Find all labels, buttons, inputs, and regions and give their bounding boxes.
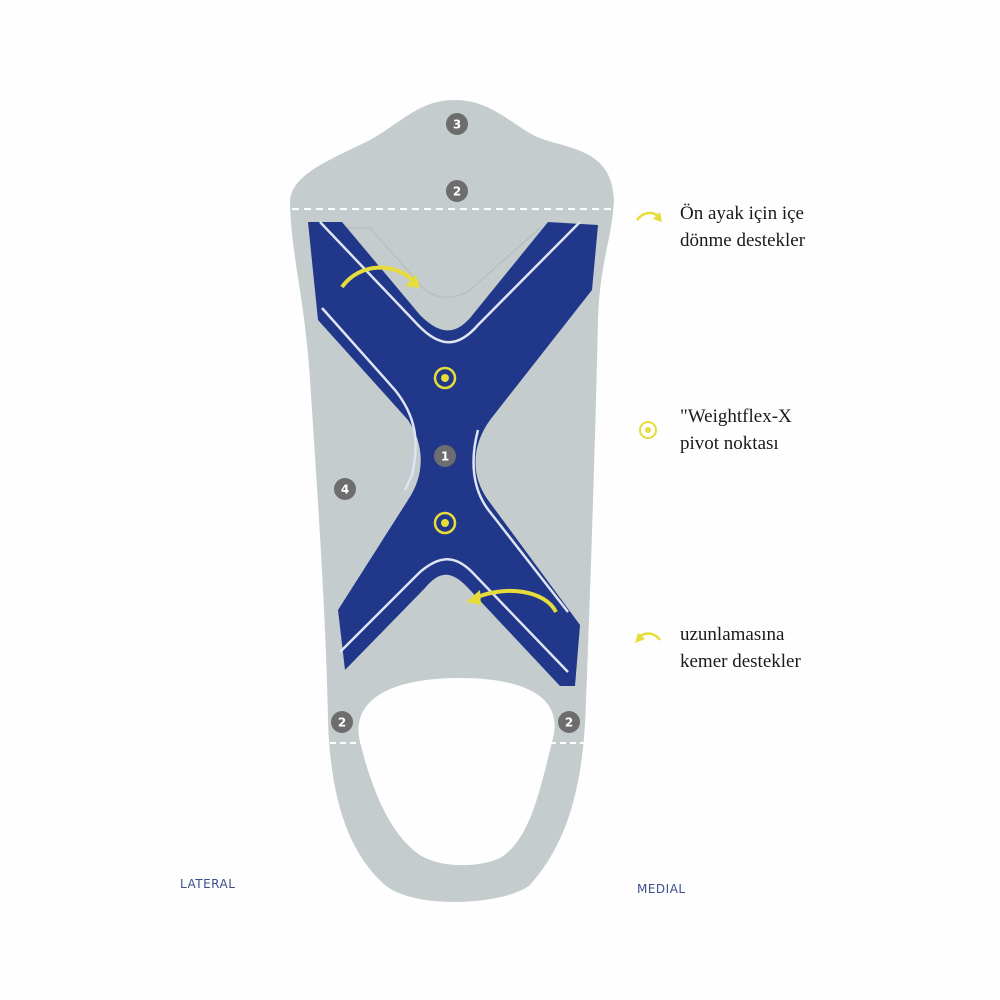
legend-arch-support: uzunlamasına kemer destekler [680, 621, 801, 675]
pivot-point-icon [639, 421, 657, 439]
curved-arrow-right-icon [636, 211, 662, 222]
zone-badge-2: 2 [446, 180, 468, 202]
x-frame-line [339, 558, 569, 673]
legend-pivot-point: "Weightflex-X pivot noktası [680, 403, 792, 457]
forefoot-rotation-arrow [340, 265, 420, 289]
svg-text:2: 2 [338, 716, 346, 730]
x-frame-line [321, 307, 417, 491]
pivot-point-icon [433, 366, 457, 390]
legend-line: uzunlamasına [680, 624, 785, 645]
svg-text:2: 2 [453, 185, 461, 199]
legend-line: dönme destekler [680, 230, 806, 251]
legend-line: Ön ayak için içe [680, 203, 804, 224]
legend-forefoot-rotation: Ön ayak için içe dönme destekler [680, 200, 805, 254]
arch-support-arrow [466, 588, 558, 614]
zone-badge-4: 4 [334, 478, 356, 500]
zone-badge-3: 3 [446, 113, 468, 135]
zone-badge-1: 1 [434, 445, 456, 467]
zone-badge-2-lateral: 2 [331, 711, 353, 733]
svg-text:2: 2 [565, 716, 573, 730]
legend-line: kemer destekler [680, 651, 801, 672]
curved-arrow-left-icon [635, 632, 661, 643]
legend-line: pivot noktası [680, 433, 779, 454]
svg-text:1: 1 [441, 450, 449, 464]
pivot-point-icon [433, 511, 457, 535]
zone-badge-2-medial: 2 [558, 711, 580, 733]
medial-label: MEDIAL [637, 882, 686, 896]
svg-text:3: 3 [453, 118, 461, 132]
svg-text:4: 4 [341, 483, 349, 497]
x-frame-line [472, 429, 569, 613]
lateral-label: LATERAL [180, 877, 236, 891]
inner-contour [330, 227, 541, 299]
x-frame-line [319, 221, 581, 344]
legend-line: "Weightflex-X [680, 406, 792, 427]
